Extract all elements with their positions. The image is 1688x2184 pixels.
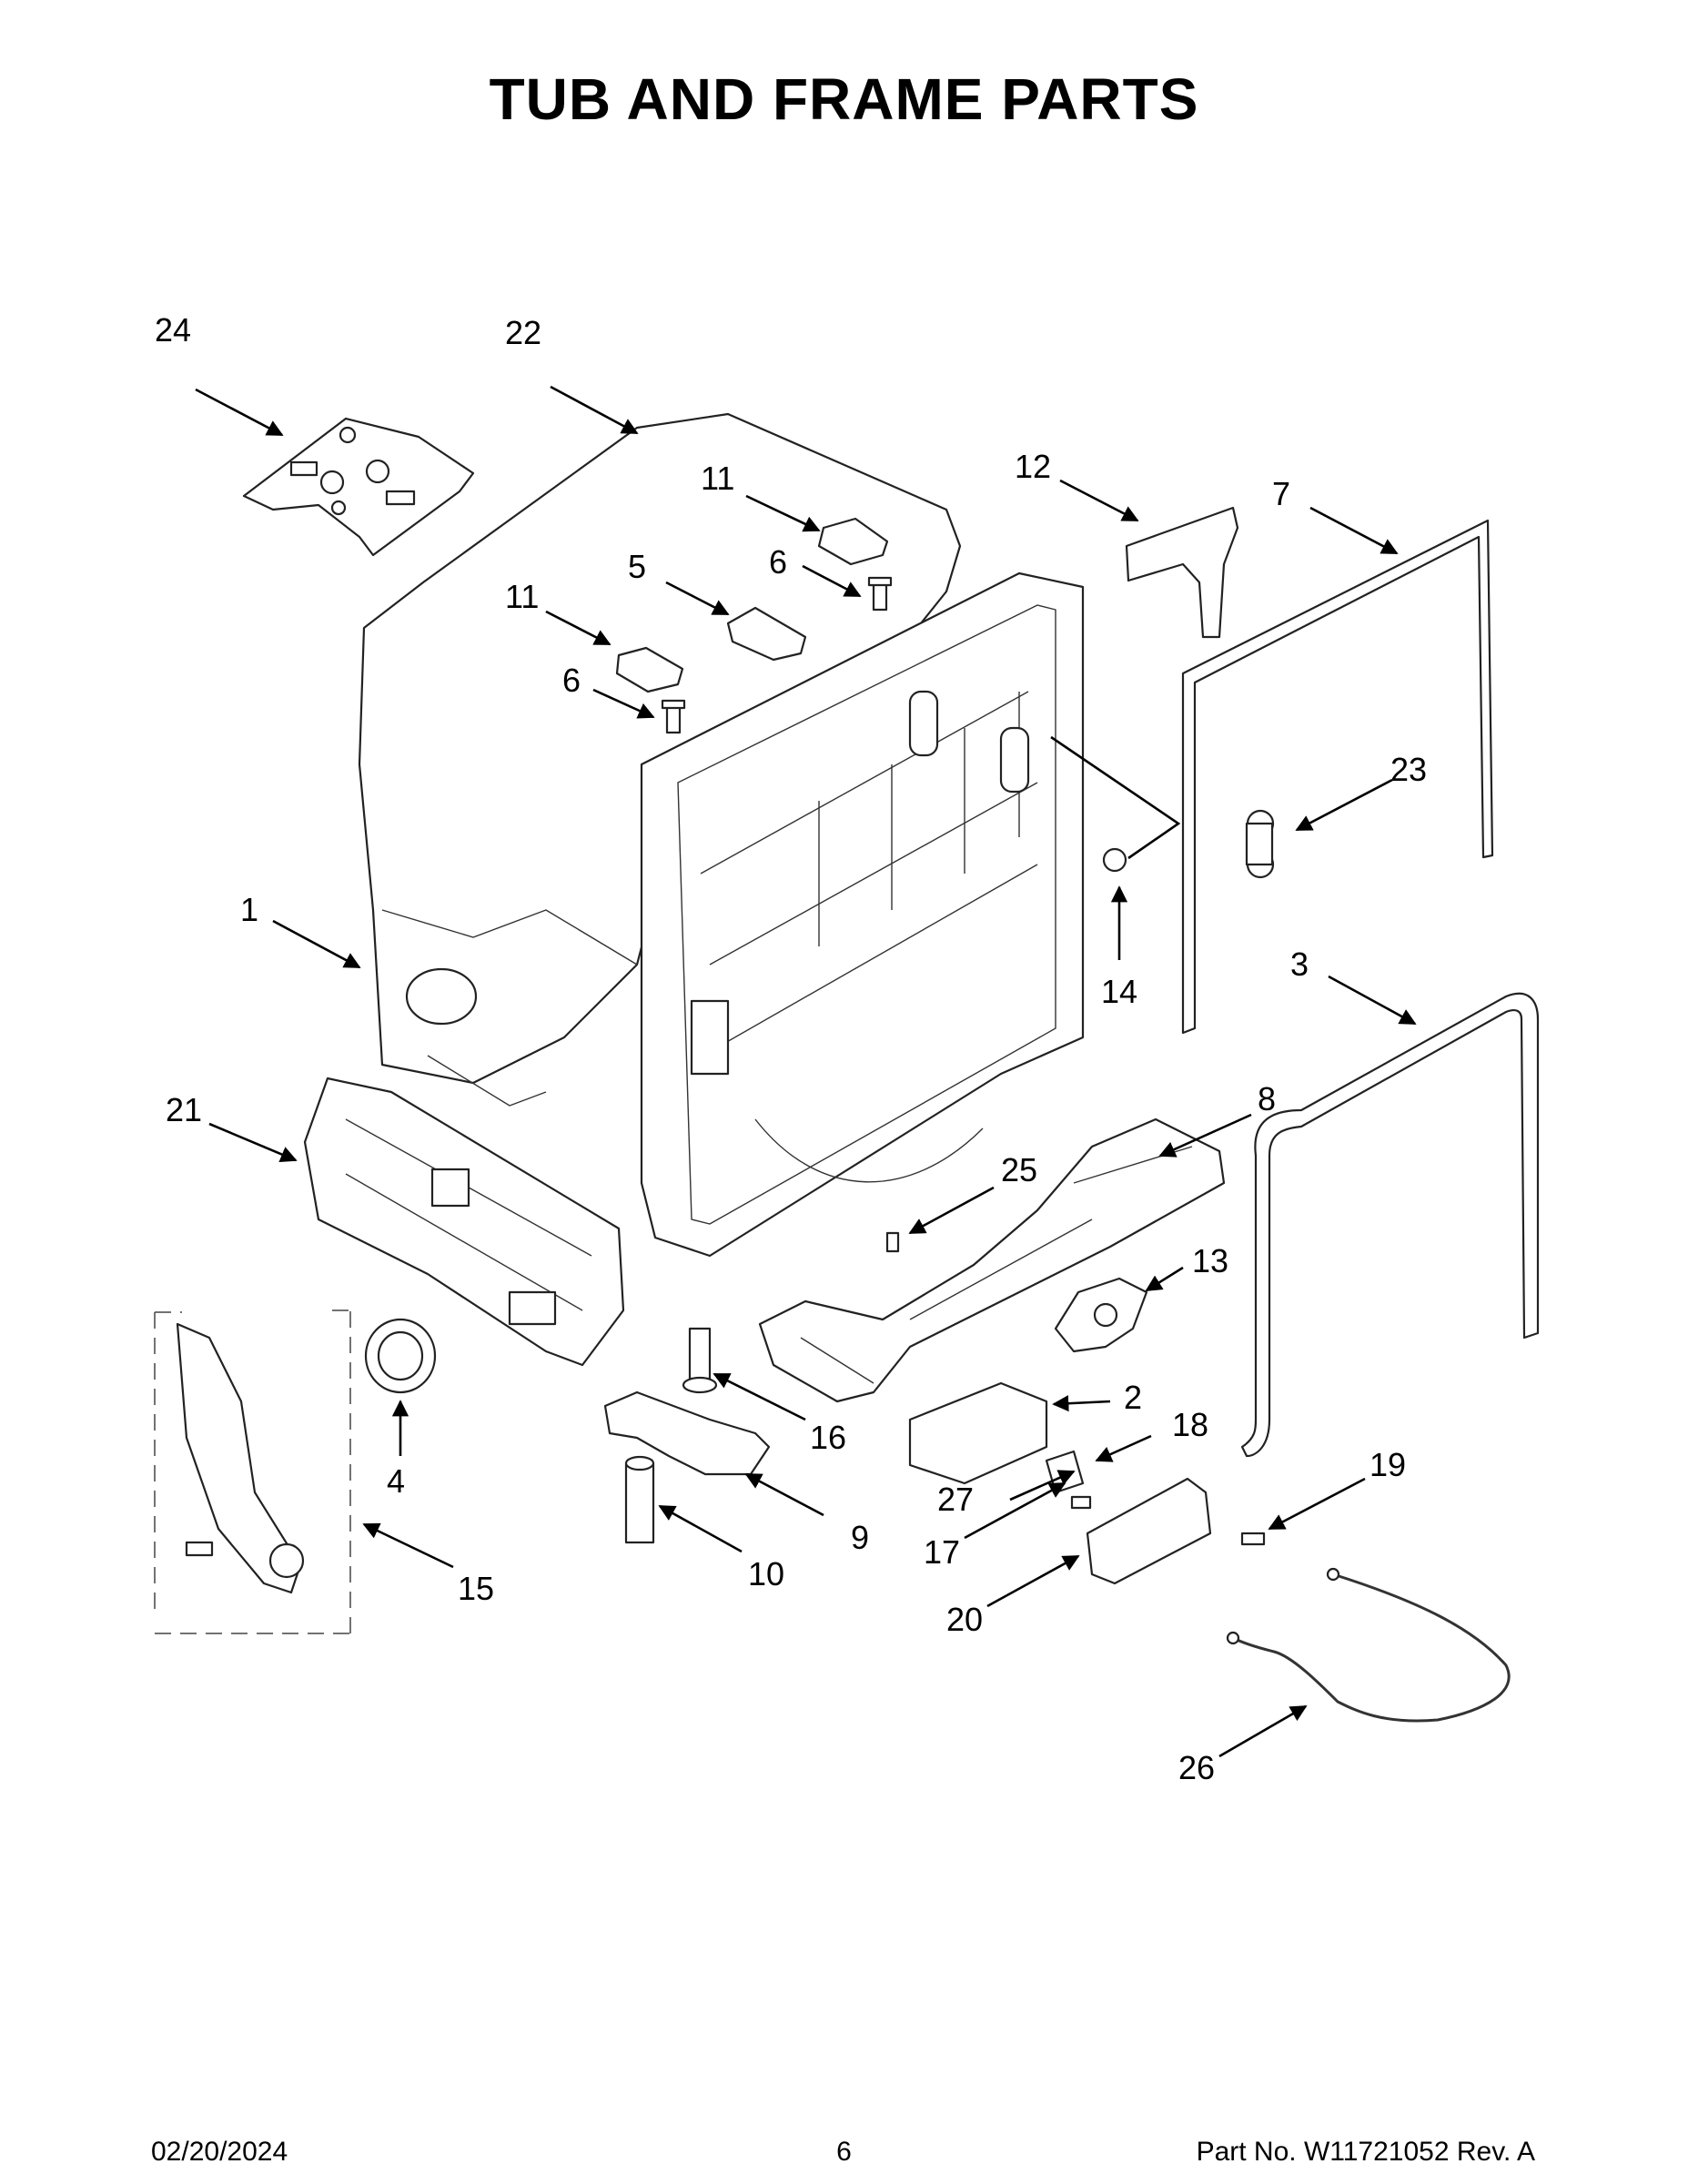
leader-lines	[195, 385, 1417, 1758]
part-27-small-bracket	[1045, 1450, 1085, 1494]
part-22-insulation-blanket	[358, 412, 962, 1107]
callout-1: 1	[240, 891, 258, 928]
part-13-bracket	[1054, 1277, 1148, 1353]
part-11-bracket-upper	[817, 517, 889, 566]
part-12-side-trim	[1125, 506, 1239, 639]
callout-8: 8	[1258, 1080, 1276, 1117]
part-5-clip	[726, 606, 807, 662]
callout-10: 10	[748, 1555, 784, 1592]
callout-9: 9	[851, 1519, 869, 1556]
callout-14: 14	[1101, 973, 1137, 1010]
callout-16: 16	[810, 1419, 846, 1456]
callout-13: 13	[1192, 1242, 1228, 1279]
part-14-plug	[1102, 847, 1127, 873]
leader-2	[1052, 1395, 1111, 1412]
callout-21: 21	[166, 1091, 202, 1128]
leader-25	[908, 1186, 995, 1235]
part-24-hardware-kit	[242, 417, 475, 557]
part-2-box-bracket	[908, 1381, 1048, 1485]
leader-17	[964, 1481, 1066, 1540]
part-15-panel-assembly	[154, 1309, 351, 1634]
callout-22: 22	[505, 314, 541, 351]
callout-20: 20	[946, 1601, 983, 1638]
footer-page-number: 6	[836, 2137, 852, 2167]
part-7-gasket	[1181, 519, 1494, 1035]
callout-26: 26	[1178, 1749, 1215, 1786]
leader-3	[1328, 975, 1417, 1026]
leader-14-plug	[1050, 735, 1181, 860]
part-19-screw	[1240, 1532, 1266, 1546]
leader-19	[1268, 1477, 1366, 1531]
part-16-leveling-leg	[682, 1327, 718, 1394]
leader-9	[744, 1472, 824, 1517]
callout-4: 4	[387, 1462, 405, 1500]
leader-13	[1145, 1266, 1184, 1292]
leader-5	[665, 581, 730, 616]
callout-24: 24	[155, 311, 191, 349]
part-3-tub-gasket	[1240, 992, 1540, 1458]
callout-5: 5	[628, 548, 646, 585]
callout-17: 17	[924, 1533, 960, 1571]
leader-6-lower	[592, 688, 655, 719]
part-26-wire-harness	[1226, 1567, 1511, 1723]
page-title: TUB AND FRAME PARTS	[489, 66, 1199, 132]
leader-10	[658, 1504, 743, 1553]
callout-19: 19	[1370, 1446, 1406, 1483]
callout-6-lower: 6	[562, 662, 581, 699]
leader-18	[1095, 1434, 1152, 1462]
leader-21	[208, 1122, 298, 1163]
leader-11-lower	[545, 610, 612, 646]
leader-23	[1295, 778, 1393, 832]
leader-26	[1218, 1704, 1308, 1758]
part-10-tube	[624, 1455, 655, 1544]
leader-8	[1158, 1113, 1252, 1158]
part-11-bracket-lower	[615, 646, 684, 693]
callout-numbers: 24 22 11 11 5 6 6 12 7 23 14 1 3 8 21 25…	[155, 311, 1427, 1786]
callout-11-upper: 11	[701, 460, 734, 497]
part-4-wheel	[364, 1318, 437, 1394]
leader-22	[550, 385, 639, 435]
callout-11-lower: 11	[505, 578, 539, 615]
callout-18: 18	[1172, 1406, 1208, 1443]
callout-27: 27	[937, 1481, 974, 1518]
part-20-cover	[1086, 1477, 1212, 1585]
part-23-rollers	[1245, 809, 1275, 879]
leader-1	[272, 919, 361, 969]
leader-16	[713, 1372, 806, 1421]
leader-6-upper	[802, 564, 862, 598]
leader-20	[986, 1554, 1080, 1608]
footer-part-number: Part No. W11721052 Rev. A	[1196, 2137, 1535, 2167]
leader-12	[1059, 479, 1139, 522]
leader-7	[1309, 506, 1399, 555]
leader-27	[1009, 1470, 1076, 1502]
callout-15: 15	[458, 1570, 494, 1607]
callout-7: 7	[1272, 475, 1290, 512]
part-25-screw	[885, 1231, 900, 1253]
part-18-screw	[1070, 1495, 1092, 1510]
callout-3: 3	[1290, 945, 1309, 983]
callout-23: 23	[1390, 751, 1427, 788]
part-1-tub-frame	[640, 571, 1085, 1258]
callout-25: 25	[1001, 1151, 1037, 1188]
part-21-front-frame	[303, 1077, 625, 1367]
leader-11-upper	[745, 494, 821, 532]
callout-2: 2	[1124, 1379, 1142, 1416]
footer-date: 02/20/2024	[151, 2137, 288, 2167]
part-6-screw-upper	[867, 576, 893, 612]
part-6-screw-lower	[661, 699, 686, 734]
leader-24	[195, 388, 284, 437]
leader-15	[362, 1522, 454, 1569]
callout-12: 12	[1015, 448, 1051, 485]
callout-6-upper: 6	[769, 543, 787, 581]
